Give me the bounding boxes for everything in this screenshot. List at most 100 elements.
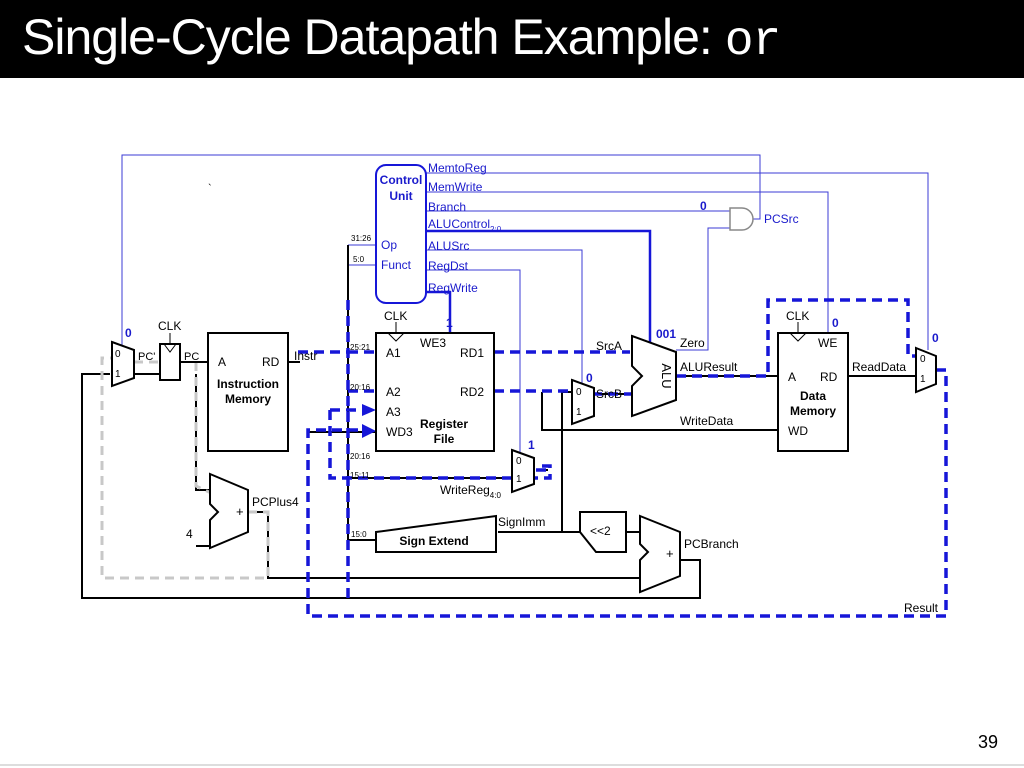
alucontrol-text: ALUControl xyxy=(428,217,490,231)
funct-label: Funct xyxy=(381,258,412,272)
regdst-label: RegDst xyxy=(428,259,469,273)
bits-rd: 15:11 xyxy=(350,471,370,480)
bits-imm: 15:0 xyxy=(351,530,367,539)
zero-label: Zero xyxy=(680,336,705,350)
active-control-wires xyxy=(426,229,652,342)
pc-prime-label: PC' xyxy=(138,351,155,363)
bits-rt: 20:16 xyxy=(350,452,371,461)
control-unit: Control Unit Op Funct xyxy=(375,164,427,304)
pcbranch-adder: + PCBranch xyxy=(639,514,739,594)
writereg-mux-in0: 0 xyxy=(516,456,522,467)
dmem-label-2: Memory xyxy=(790,404,836,418)
result-mux-in0: 0 xyxy=(920,354,926,365)
aluresult-label: ALUResult xyxy=(680,360,738,374)
memtoreg-label: MemtoReg xyxy=(428,161,487,175)
alucontrol-subscript: 2:0 xyxy=(490,225,502,234)
srcb-mux-in1: 1 xyxy=(576,407,582,418)
register-file: CLK WE3 A1 RD1 A2 RD2 A3 WD3 Register Fi… xyxy=(375,309,495,452)
writereg-label: WriteReg4:0 xyxy=(440,483,501,500)
bottom-divider xyxy=(0,764,1024,766)
stray-mark: ` xyxy=(208,183,212,195)
imem-a-label: A xyxy=(218,355,226,369)
value-memwrite: 0 xyxy=(832,316,839,330)
value-alucontrol: 001 xyxy=(656,327,676,341)
rd2-label: RD2 xyxy=(460,385,484,399)
value-pcsrc-mux: 0 xyxy=(125,326,132,340)
control-signal-labels: MemtoReg MemWrite Branch ALUControl2:0 A… xyxy=(428,161,502,295)
pc-mux-in0: 0 xyxy=(115,349,121,360)
const-four: 4 xyxy=(186,527,193,541)
writereg-mux-in1: 1 xyxy=(516,474,522,485)
rd1-label: RD1 xyxy=(460,346,484,360)
bits-a2: 20:16 xyxy=(350,383,371,392)
bit-field-labels: 31:26 5:0 25:21 20:16 20:16 15:11 15:0 xyxy=(350,234,372,539)
writereg-text: WriteReg xyxy=(440,483,490,497)
pc-mux: 0 1 xyxy=(111,340,135,388)
writedata-label: WriteData xyxy=(680,414,733,428)
active-data-paths xyxy=(298,298,948,618)
title-bar: Single-Cycle Datapath Example: or xyxy=(0,0,1024,78)
a1-label: A1 xyxy=(386,346,401,360)
alucontrol-label: ALUControl2:0 xyxy=(428,217,502,234)
pcplus4-adder: + PCPlus4 4 xyxy=(186,472,299,550)
bits-funct: 5:0 xyxy=(353,255,365,264)
slide-title-code: or xyxy=(724,15,782,69)
rf-label-1: Register xyxy=(420,417,468,431)
bits-a1: 25:21 xyxy=(350,343,371,352)
pcbranch-label: PCBranch xyxy=(684,537,739,551)
value-alusrc: 0 xyxy=(586,371,593,385)
sign-extend-label: Sign Extend xyxy=(399,534,468,548)
dmem-label-1: Data xyxy=(800,389,826,403)
pc-clk-label: CLK xyxy=(158,319,181,333)
control-wires xyxy=(121,154,929,456)
control-values: 0 0 1 001 0 1 0 0 xyxy=(125,199,939,452)
result-mux-in1: 1 xyxy=(920,374,926,385)
dm-rd-label: RD xyxy=(820,370,838,384)
control-unit-label-2: Unit xyxy=(389,189,412,203)
pc-register: CLK PC' PC xyxy=(138,319,208,381)
we-label: WE xyxy=(818,336,837,350)
result-mux: 0 1 Result xyxy=(904,346,939,615)
writereg-subscript: 4:0 xyxy=(490,491,502,500)
we3-label: WE3 xyxy=(420,336,446,350)
slide-title: Single-Cycle Datapath Example: or xyxy=(22,2,782,77)
value-branch: 0 xyxy=(700,199,707,213)
slide-title-text: Single-Cycle Datapath Example: xyxy=(22,9,725,65)
result-label: Result xyxy=(904,601,939,615)
pcsrc-label: PCSrc xyxy=(764,212,799,226)
a2-label: A2 xyxy=(386,385,401,399)
pcplus4-path xyxy=(100,356,270,580)
shift-label: <<2 xyxy=(590,524,611,538)
arrowheads xyxy=(362,404,376,438)
instruction-memory: A RD Instruction Memory Instr xyxy=(207,332,317,452)
srcb-label: SrcB xyxy=(596,387,622,401)
op-label: Op xyxy=(381,238,397,252)
a3-label: A3 xyxy=(386,405,401,419)
srca-label: SrcA xyxy=(596,339,622,353)
srcb-mux-in0: 0 xyxy=(576,387,582,398)
pc-mux-in1: 1 xyxy=(115,369,121,380)
alu: ALU Zero ALUResult WriteData xyxy=(631,334,738,428)
control-unit-label-1: Control xyxy=(380,173,423,187)
rf-clk-label: CLK xyxy=(384,309,407,323)
alusrc-label: ALUSrc xyxy=(428,239,469,253)
pc-label: PC xyxy=(184,351,199,363)
imem-label-2: Memory xyxy=(225,392,271,406)
value-memtoreg: 0 xyxy=(932,331,939,345)
memwrite-label: MemWrite xyxy=(428,180,483,194)
alu-label: ALU xyxy=(659,363,674,388)
shift-left-2: <<2 xyxy=(579,511,627,553)
pcplus4-label: PCPlus4 xyxy=(252,495,299,509)
signimm-label: SignImm xyxy=(498,515,545,529)
value-regdst: 1 xyxy=(528,438,535,452)
dm-clk-label: CLK xyxy=(786,309,809,323)
bits-op: 31:26 xyxy=(351,234,372,243)
data-memory: CLK WE A RD Data Memory WD ReadData xyxy=(777,309,916,452)
writereg-mux: 0 1 WriteReg4:0 xyxy=(440,448,535,500)
branch-label: Branch xyxy=(428,200,466,214)
and-gate: PCSrc xyxy=(729,207,799,231)
wd3-label: WD3 xyxy=(386,425,413,439)
rf-label-2: File xyxy=(434,432,455,446)
readdata-label: ReadData xyxy=(852,360,906,374)
